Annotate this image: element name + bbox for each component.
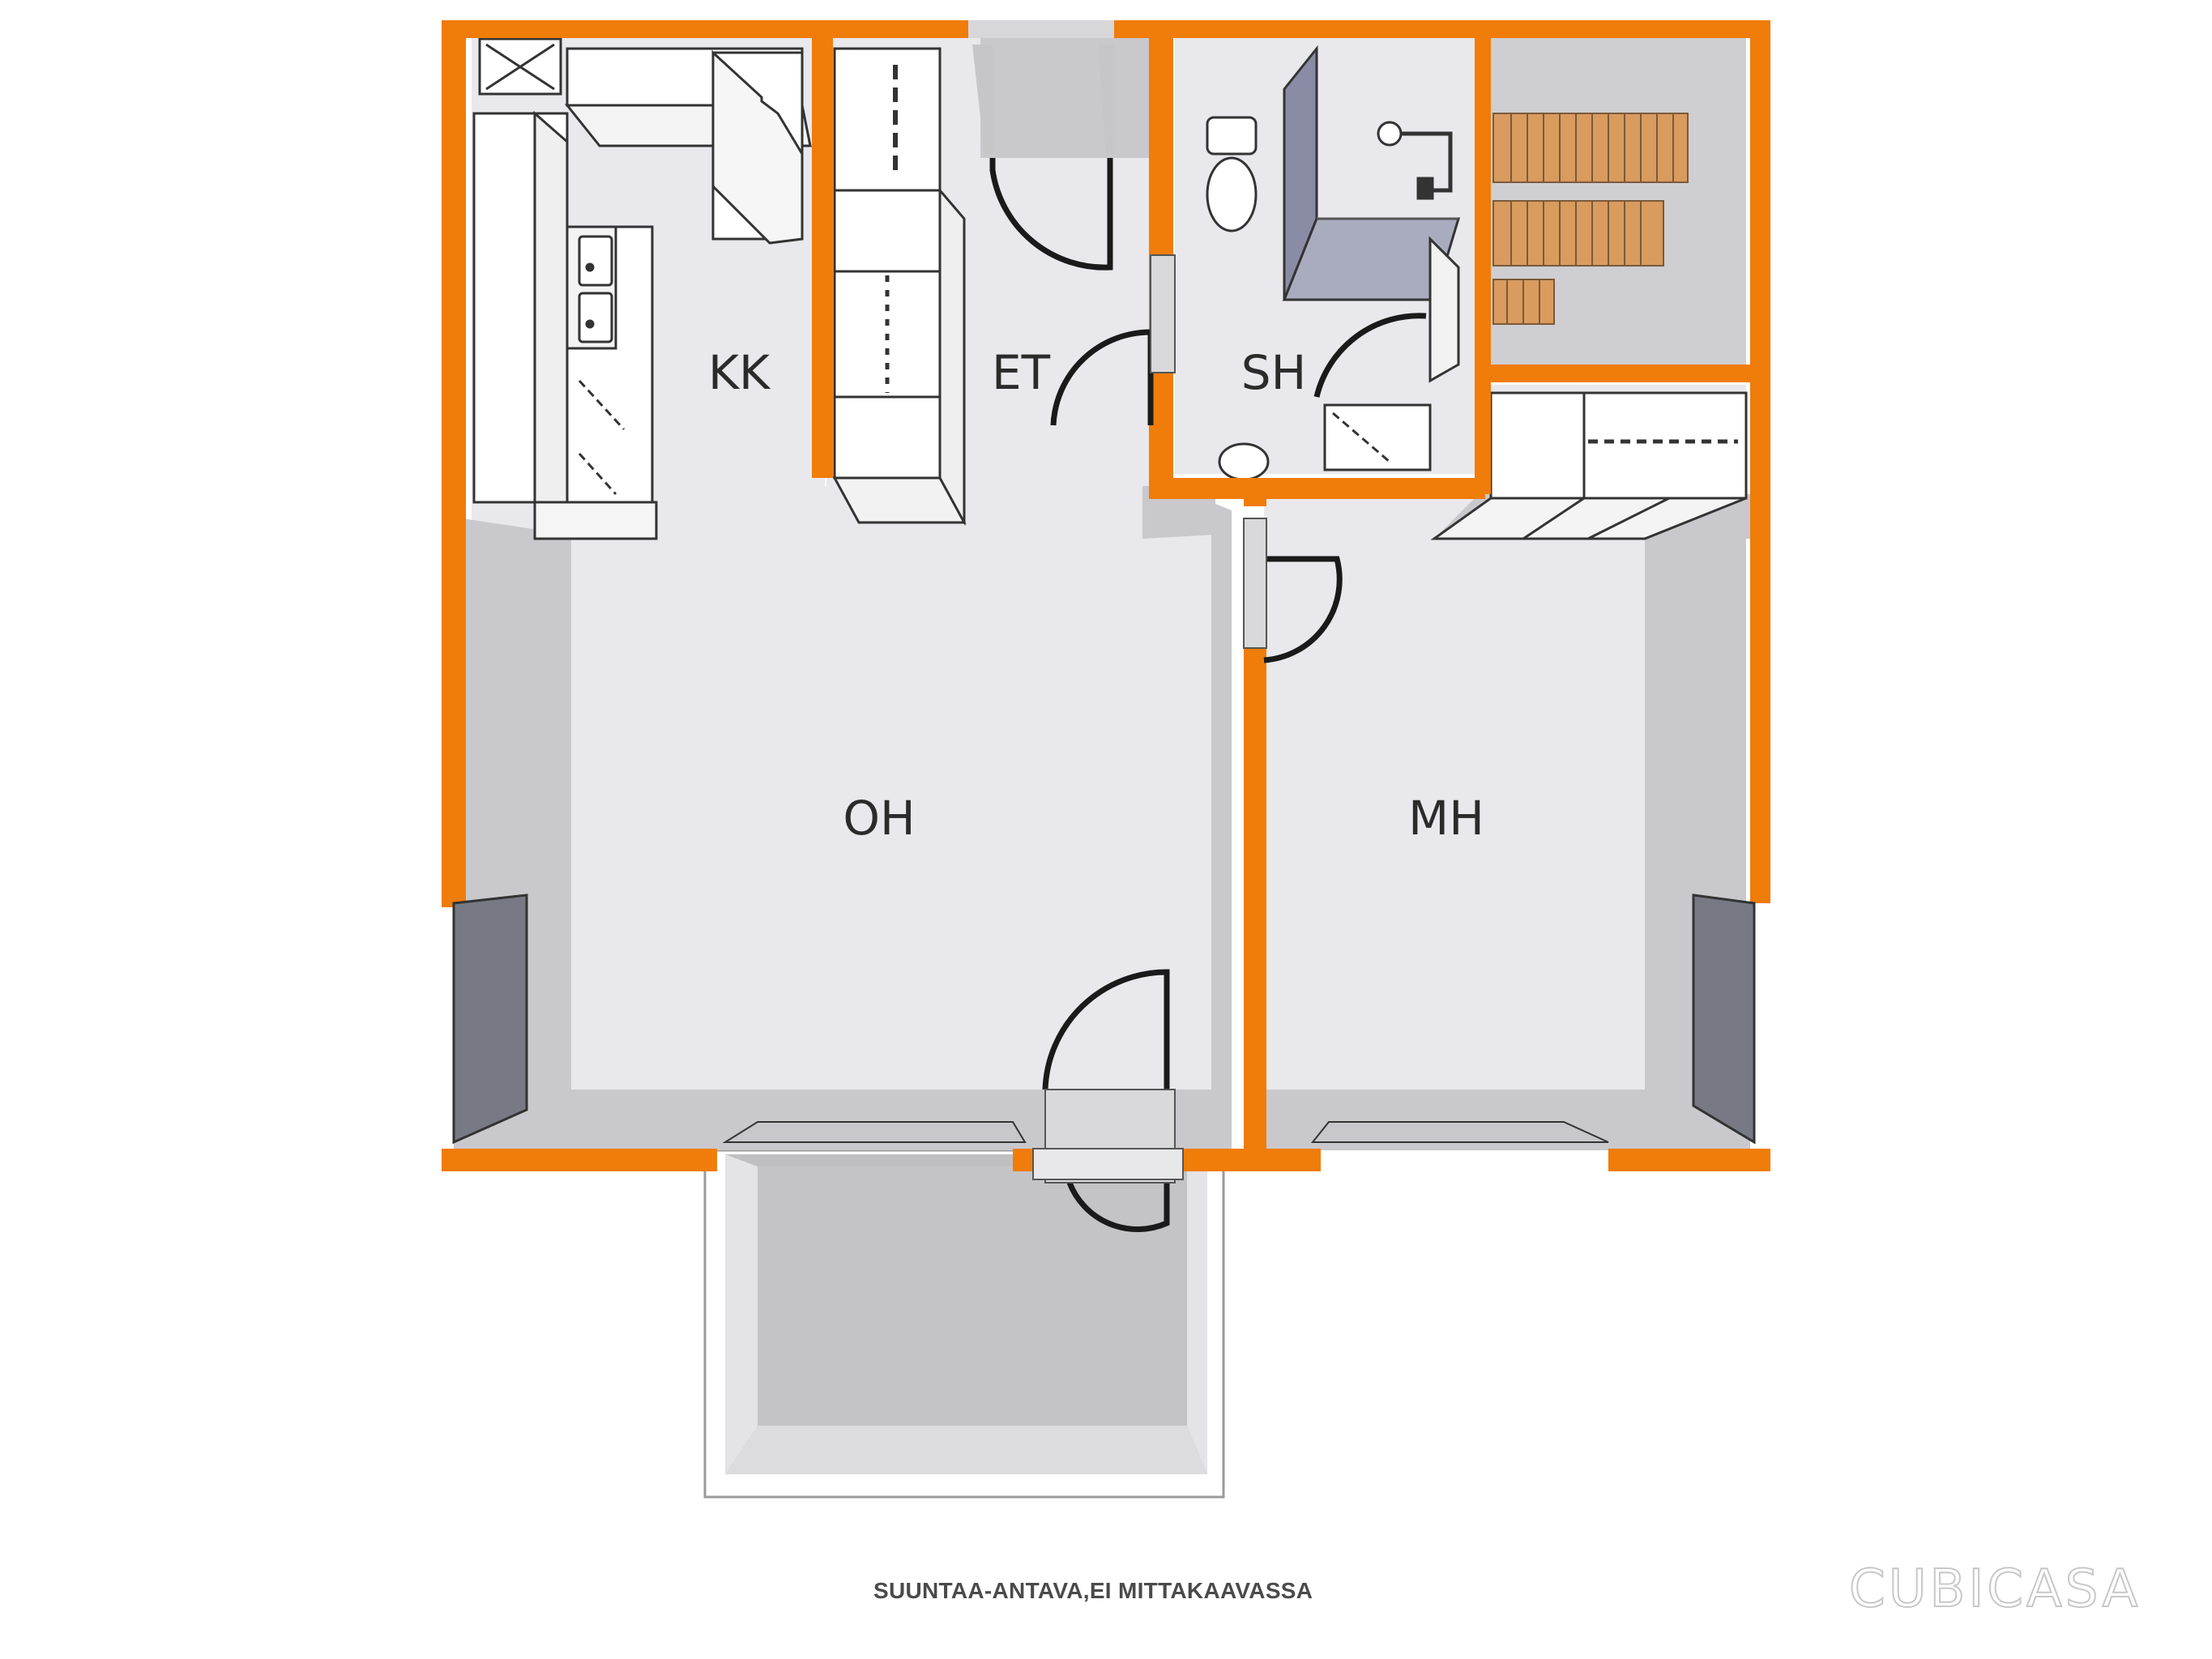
windows [452, 20, 1756, 1145]
doors [989, 158, 1427, 1233]
sauna-benches [1492, 113, 1689, 325]
bedroom-wardrobe [1430, 391, 1748, 540]
room-label-kk: KK [708, 345, 771, 400]
room-label-mh: MH [1408, 791, 1484, 846]
room-label-et: ET [992, 345, 1051, 400]
hall-closets [832, 47, 967, 527]
door-jambs [1032, 254, 1267, 1183]
room-label-oh: OH [843, 791, 915, 846]
kitchen-cabinets [472, 37, 812, 540]
cubicasa-logo: CUBICASA [1848, 1559, 2142, 1620]
balcony [703, 1149, 1225, 1499]
scale-disclaimer: SUUNTAA-ANTAVA,EI MITTAKAAVASSA [873, 1578, 1313, 1603]
room-label-sh: SH [1241, 345, 1306, 400]
bathroom-fixtures [1206, 45, 1461, 481]
wall-shading [454, 36, 1750, 1150]
